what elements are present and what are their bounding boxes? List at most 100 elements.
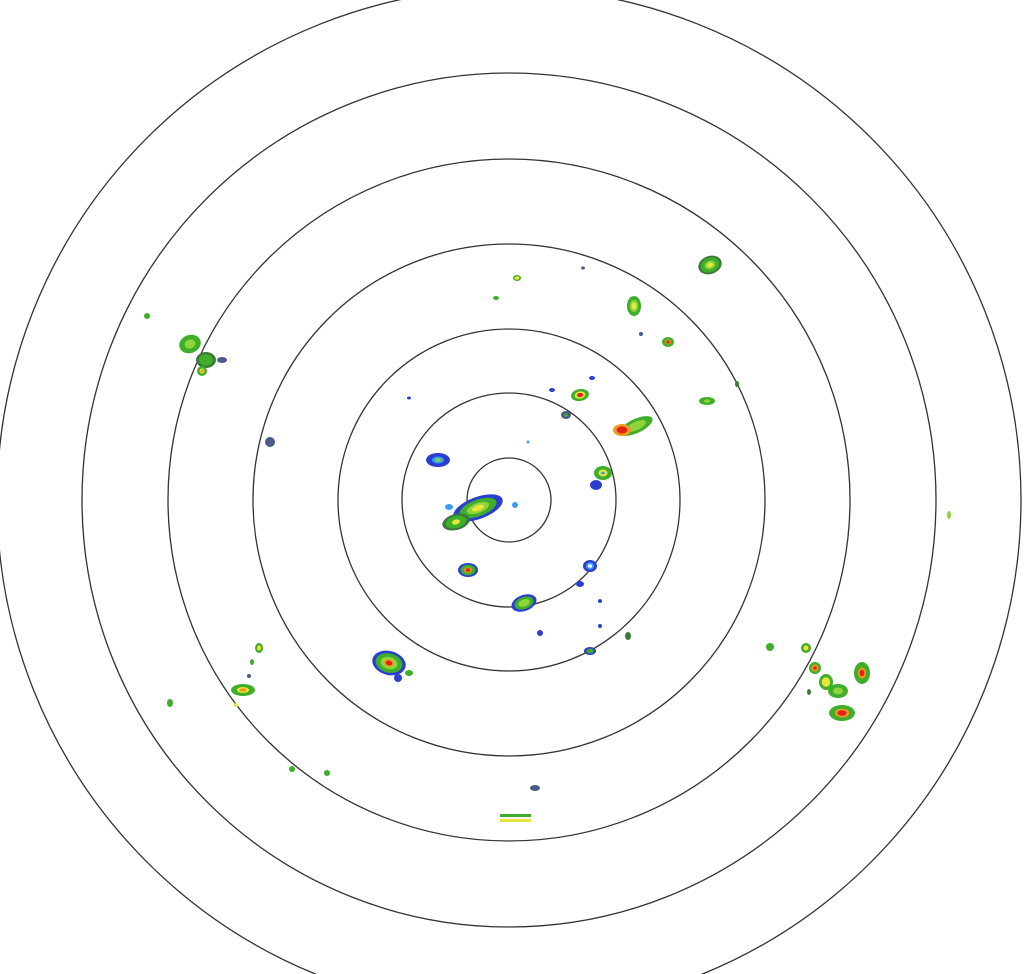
echo-intensity-layer [394,674,402,682]
echo-intensity-layer [250,659,254,665]
echo-cell [699,397,715,405]
echo-intensity-layer [405,670,413,676]
range-ring [252,243,766,757]
echo-intensity-layer [703,399,711,403]
echo-cell [445,504,453,510]
echo-cell [250,659,254,665]
echo-intensity-layer [471,504,485,512]
echo-cell [766,643,774,651]
echo-intensity-layer [144,313,150,319]
echo-intensity-layer [407,396,411,400]
echo-cell [735,381,739,387]
echo-cell [625,632,631,640]
echo-intensity-layer [549,388,555,392]
echo-cell [639,332,643,336]
echo-intensity-layer [200,369,204,373]
echo-cell [394,674,402,682]
echo-cell [598,599,602,603]
echo-intensity-layer [821,677,831,687]
echo-cell [493,296,499,300]
echo-intensity-layer [581,266,585,270]
echo-intensity-layer [631,302,637,310]
echo-cell [589,376,595,380]
echo-cell [513,275,521,281]
echo-cell [426,453,450,467]
echo-cell [613,424,631,436]
echo-cell [197,366,207,376]
echo-cell [512,502,518,508]
echo-intensity-layer [324,770,330,776]
echo-streak [500,819,531,822]
echo-cell [807,689,811,695]
echo-intensity-layer [576,581,584,587]
echo-cell [442,513,470,531]
echo-intensity-layer [586,648,594,654]
echo-intensity-layer [167,699,173,707]
echo-cell [561,411,571,419]
echo-intensity-layer [537,630,543,636]
echo-intensity-layer [590,480,602,490]
range-ring [466,457,552,543]
echo-cell [828,684,848,698]
echo-cell [405,670,413,676]
echo-intensity-layer [639,332,643,336]
echo-intensity-layer [666,340,670,344]
echo-intensity-layer [833,687,843,695]
echo-cell [144,313,150,319]
echo-intensity-layer [807,689,811,695]
echo-cell [571,388,589,402]
echo-cell [698,255,722,275]
echo-cell [801,643,811,653]
echo-intensity-layer [234,703,238,707]
echo-cell [458,563,478,577]
echo-intensity-layer [803,645,809,651]
echo-cell [627,296,641,316]
range-ring [167,158,851,842]
echo-cell [584,647,596,655]
echo-intensity-layer [518,599,530,607]
echo-cell [372,650,406,676]
echo-cell [530,785,540,791]
echo-intensity-layer [626,420,646,432]
echo-cell [234,703,238,707]
echo-intensity-layer [265,437,275,447]
echo-cell [947,511,951,519]
echo-intensity-layer [587,564,593,568]
echo-streak [500,814,531,817]
echo-intensity-layer [530,785,540,791]
echo-cell [594,466,612,480]
echo-intensity-layer [451,519,461,525]
precipitation-echoes [144,255,951,822]
echo-cell [511,594,537,612]
echo-intensity-layer [625,632,631,640]
echo-intensity-layer [616,426,628,434]
echo-cell [549,388,555,392]
echo-intensity-layer [813,666,817,670]
echo-cell [854,662,870,684]
echo-cell [247,674,251,678]
echo-cell [662,337,674,347]
echo-intensity-layer [859,669,865,677]
echo-cell [537,630,543,636]
echo-cell [598,624,602,628]
echo-intensity-layer [526,440,530,444]
echo-intensity-layer [766,643,774,651]
echo-intensity-layer [598,599,602,603]
echo-intensity-layer [465,568,471,572]
echo-cell [255,643,263,653]
echo-intensity-layer [445,504,453,510]
echo-cell [590,480,602,490]
echo-intensity-layer [512,502,518,508]
range-ring [337,328,681,672]
echo-intensity-layer [947,511,951,519]
echo-cell [179,334,201,354]
echo-intensity-layer [217,357,227,363]
range-ring [401,392,617,608]
echo-cell [576,581,584,587]
echo-cell [581,266,585,270]
echo-intensity-layer [385,660,393,666]
echo-cell [809,662,821,674]
